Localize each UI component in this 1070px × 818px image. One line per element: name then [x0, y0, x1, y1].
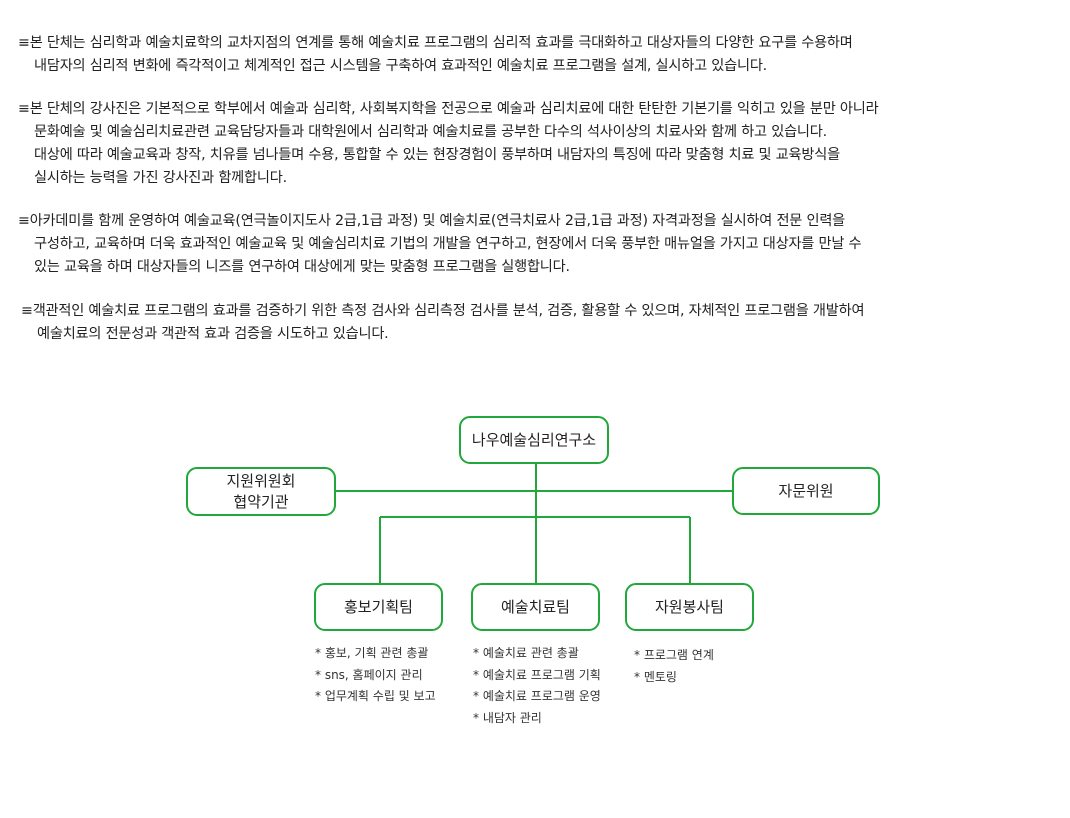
team-duty-item: * 예술치료 프로그램 운영	[473, 689, 601, 703]
org-left-partner-node: 지원위원회 협약기관	[186, 467, 336, 516]
team-duty-item: * 프로그램 연계	[634, 648, 714, 662]
intro-paragraph-4: ≡객관적인 예술치료 프로그램의 효과를 검증하기 위한 측정 검사와 심리측정…	[21, 300, 1066, 346]
org-root-label: 나우예술심리연구소	[471, 430, 597, 449]
paragraph-line: 예술치료의 전문성과 객관적 효과 검증을 시도하고 있습니다.	[37, 326, 389, 342]
team-duty-item: * 예술치료 프로그램 기획	[473, 667, 601, 682]
team-duty-item: * 업무계획 수립 및 보고	[315, 689, 436, 703]
paragraph-line: 내담자의 심리적 변화에 즉각적이고 체계적인 접근 시스템을 구축하여 효과적…	[34, 58, 767, 74]
team-duties-art-therapy: * 예술치료 관련 총괄 * 예술치료 프로그램 기획 * 예술치료 프로그램 …	[473, 643, 601, 729]
team-duty-item: * 내담자 관리	[473, 710, 542, 725]
org-right-partner-node: 자문위원	[732, 467, 880, 515]
team-duty-item: * sns, 홈페이지 관리	[315, 667, 423, 682]
paragraph-line: 있는 교육을 하며 대상자들의 니즈를 연구하여 대상에게 맞는 맞춤형 프로그…	[34, 259, 570, 275]
org-root-node: 나우예술심리연구소	[459, 416, 609, 464]
team-duties-volunteer: * 프로그램 연계 * 멘토링	[634, 645, 714, 688]
paragraph-line: ≡본 단체의 강사진은 기본적으로 학부에서 예술과 심리학, 사회복지학을 전…	[18, 101, 879, 117]
team-duty-item: * 예술치료 관련 총괄	[473, 646, 579, 660]
team-duty-item: * 홍보, 기획 관련 총괄	[315, 646, 429, 660]
paragraph-line: 실시하는 능력을 가진 강사진과 함께합니다.	[34, 170, 287, 186]
org-team-label: 홍보기획팀	[343, 597, 413, 616]
team-duty-item: * 멘토링	[634, 669, 677, 684]
org-team-node-art-therapy: 예술치료팀	[471, 583, 600, 631]
intro-paragraph-2: ≡본 단체의 강사진은 기본적으로 학부에서 예술과 심리학, 사회복지학을 전…	[18, 98, 1063, 190]
org-left-partner-label: 협약기관	[233, 492, 289, 511]
paragraph-line: 문화예술 및 예술심리치료관련 교육담당자들과 대학원에서 심리학과 예술치료를…	[34, 124, 827, 140]
paragraph-line: 대상에 따라 예술교육과 창작, 치유를 넘나들며 수용, 통합할 수 있는 현…	[34, 147, 840, 163]
org-right-partner-label: 자문위원	[778, 481, 834, 500]
paragraph-line: ≡객관적인 예술치료 프로그램의 효과를 검증하기 위한 측정 검사와 심리측정…	[21, 303, 865, 319]
intro-paragraph-3: ≡아카데미를 함께 운영하여 예술교육(연극놀이지도사 2급,1급 과정) 및 …	[18, 210, 1063, 279]
team-duties-promotion: * 홍보, 기획 관련 총괄 * sns, 홈페이지 관리 * 업무계획 수립 …	[315, 643, 436, 708]
paragraph-line: ≡아카데미를 함께 운영하여 예술교육(연극놀이지도사 2급,1급 과정) 및 …	[18, 213, 846, 229]
org-team-node-promotion: 홍보기획팀	[314, 583, 443, 631]
org-team-label: 예술치료팀	[500, 597, 570, 616]
org-team-node-volunteer: 자원봉사팀	[625, 583, 754, 631]
org-left-partner-label: 지원위원회	[226, 471, 296, 490]
paragraph-line: ≡본 단체는 심리학과 예술치료학의 교차지점의 연계를 통해 예술치료 프로그…	[18, 35, 853, 51]
org-team-label: 자원봉사팀	[654, 597, 724, 616]
intro-paragraph-1: ≡본 단체는 심리학과 예술치료학의 교차지점의 연계를 통해 예술치료 프로그…	[18, 32, 1063, 78]
paragraph-line: 구성하고, 교육하며 더욱 효과적인 예술교육 및 예술심리치료 기법의 개발을…	[34, 236, 862, 252]
